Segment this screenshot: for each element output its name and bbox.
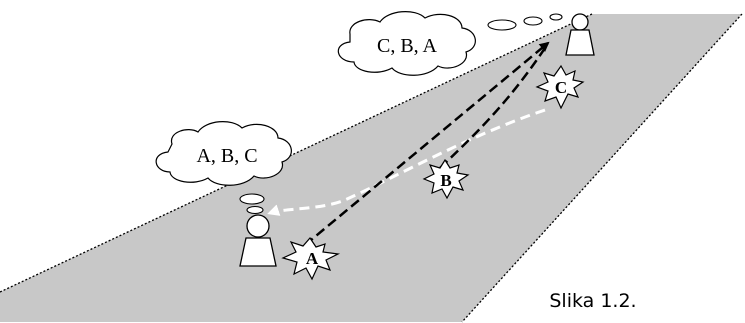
road-left-edge (0, 13, 593, 293)
black-arrow-line (304, 41, 550, 246)
left-observer (239, 214, 277, 267)
burst-b: B (422, 158, 470, 200)
burst-b-label: B (440, 171, 451, 190)
thought-cloud-top: C, B, A (337, 11, 563, 76)
burst-a-label: A (306, 249, 319, 268)
thought-text-left: A, B, C (196, 145, 257, 167)
thought-text-top: C, B, A (377, 35, 438, 57)
road-right-edge (461, 13, 743, 323)
burst-a: A (281, 237, 341, 281)
figure-caption: Slika 1.2. (549, 290, 636, 312)
black-arrow-curve (439, 47, 547, 169)
burst-c-label: C (555, 78, 567, 97)
white-arrow-path (267, 108, 546, 216)
thought-cloud-left: A, B, C (155, 121, 292, 215)
burst-c: C (535, 64, 585, 110)
top-observer (565, 13, 595, 56)
